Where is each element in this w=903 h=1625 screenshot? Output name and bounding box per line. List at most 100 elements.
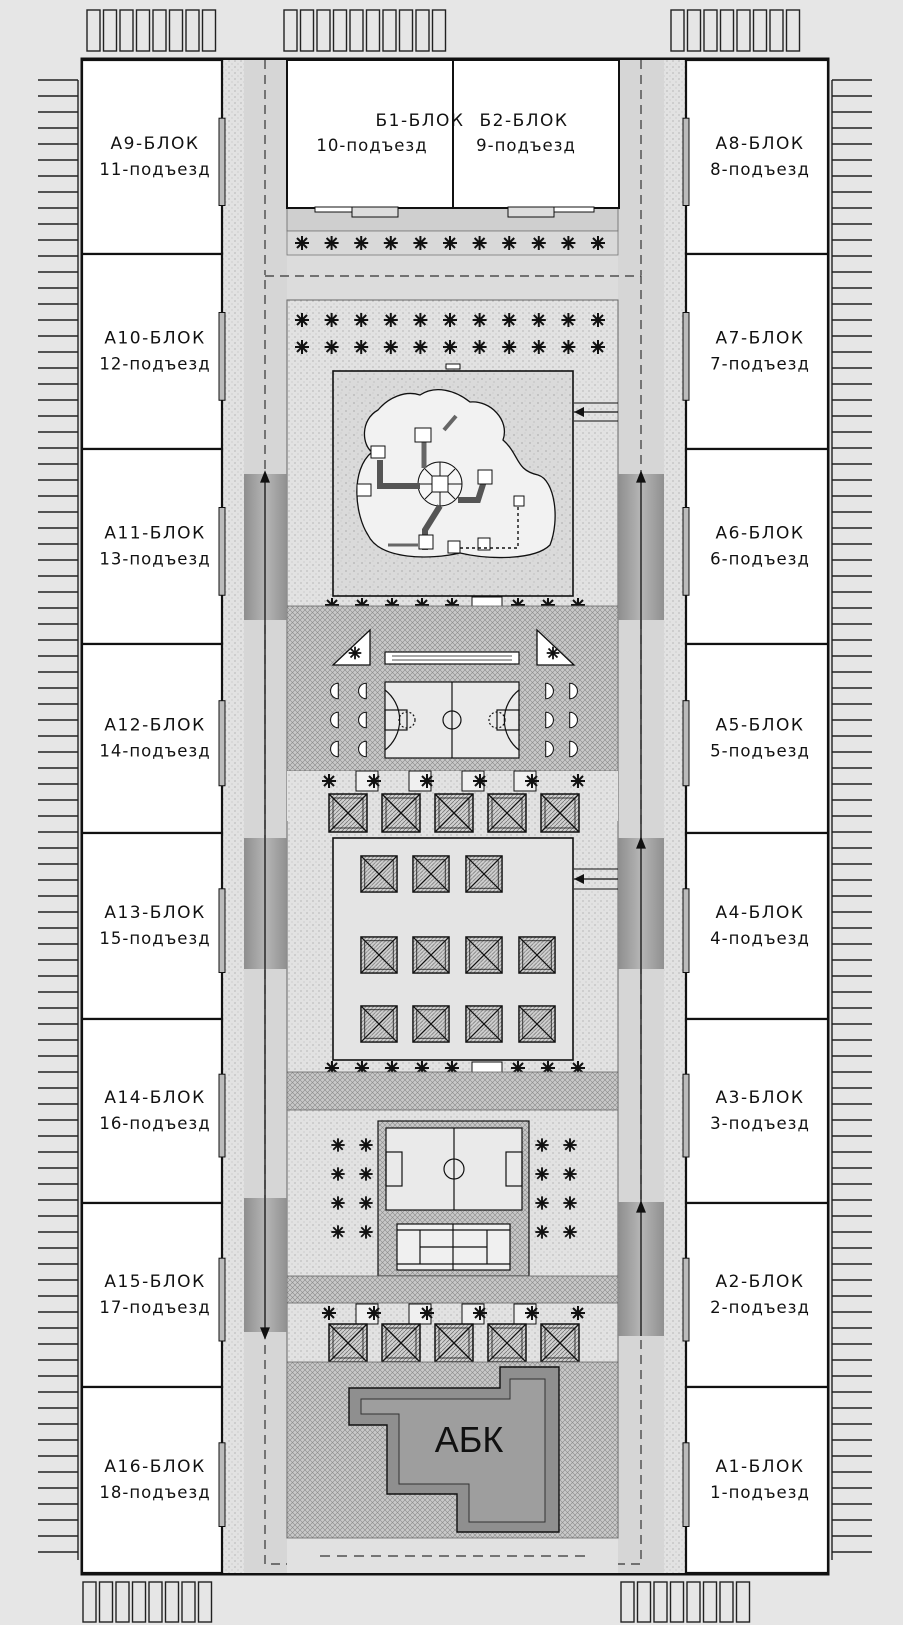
left-building-column: А9-БЛОК11-подъездА10-БЛОК12-подъездА11-Б… <box>80 58 226 1575</box>
block-right-3-entrance: 5-подъезд <box>710 742 810 761</box>
shrub-icon <box>442 235 458 251</box>
block-right-0-name: А8-БЛОК <box>716 134 805 154</box>
shrub-icon <box>534 1195 550 1211</box>
shrub-icon <box>530 312 547 328</box>
shrub-icon <box>358 1137 374 1153</box>
shrub-icon <box>590 339 606 355</box>
shrub-icon <box>530 235 547 251</box>
shrub-icon <box>534 1137 550 1153</box>
shrub-icon <box>294 339 310 355</box>
block-right-2-entrance: 6-подъезд <box>710 550 810 569</box>
shrub-icon <box>382 235 399 251</box>
shrub-icon <box>560 339 577 355</box>
shrub-icon <box>590 235 606 251</box>
shrub-icon <box>560 312 577 328</box>
block-right-4-name: А4-БЛОК <box>716 903 805 923</box>
gazebo-icon <box>487 1323 527 1363</box>
shrub-icon <box>501 235 518 251</box>
block-left-6-name: А15-БЛОК <box>104 1272 205 1292</box>
gazebo-icon <box>434 1323 474 1363</box>
gazebo-icon <box>412 855 450 893</box>
shrub-icon <box>524 773 540 789</box>
gazebo-icon <box>540 1323 580 1363</box>
shrub-icon <box>321 1305 337 1321</box>
block-right-1-entrance: 7-подъезд <box>710 355 810 374</box>
basketball-court <box>384 681 520 759</box>
right-building-column: А8-БЛОК8-подъездА7-БЛОК7-подъездА6-БЛОК6… <box>682 58 830 1575</box>
gazebo-icon <box>465 855 503 893</box>
admin-building-label: АБК <box>435 1419 504 1460</box>
block-left-5-name: А14-БЛОК <box>104 1088 205 1108</box>
shrub-icon <box>323 312 340 328</box>
block-right-6-entrance: 2-подъезд <box>710 1298 810 1317</box>
shrub-icon <box>472 773 488 789</box>
block-left-7-entrance: 18-подъезд <box>99 1483 210 1502</box>
shrub-icon <box>472 1305 488 1321</box>
shrub-icon <box>412 235 429 251</box>
block-left-3-name: А12-БЛОК <box>104 716 205 736</box>
shrub-icon <box>524 1305 540 1321</box>
parking-stalls <box>38 9 872 1623</box>
block-left-3-entrance: 14-подъезд <box>99 742 210 761</box>
gazebo-icon <box>360 855 398 893</box>
gazebo-icon <box>465 936 503 974</box>
shrub-icon <box>562 1166 578 1182</box>
football-field <box>385 1127 523 1211</box>
shrub-icon <box>534 1166 550 1182</box>
right-sidewalk <box>664 60 686 1573</box>
shrub-icon <box>330 1195 346 1211</box>
gazebo-icon <box>328 793 368 833</box>
shrub-icon <box>353 235 370 251</box>
gazebo-icon <box>328 1323 368 1363</box>
shrub-icon <box>570 773 586 789</box>
block-b2-entrance: 9-подъезд <box>476 136 576 155</box>
top-buildings: Б1-БЛОК 10-подъезд Б2-БЛОК 9-подъезд <box>286 59 620 218</box>
gazebo-icon <box>518 936 556 974</box>
shrub-icon <box>294 312 310 328</box>
gazebo-icon <box>412 936 450 974</box>
shrub-icon <box>419 773 435 789</box>
gazebo-icon <box>465 1005 503 1043</box>
block-left-2-entrance: 13-подъезд <box>99 550 210 569</box>
block-right-5-entrance: 3-подъезд <box>710 1114 810 1133</box>
shrub-icon <box>330 1137 346 1153</box>
gazebo-icon <box>412 1005 450 1043</box>
block-right-7-entrance: 1-подъезд <box>710 1483 810 1502</box>
shrub-icon <box>366 1305 382 1321</box>
shrub-icon <box>471 235 488 251</box>
block-right-5-name: А3-БЛОК <box>716 1088 805 1108</box>
shrub-icon <box>570 1305 586 1321</box>
gazebo-icon <box>381 793 421 833</box>
shrub-icon <box>501 339 518 355</box>
block-left-6-entrance: 17-подъезд <box>99 1298 210 1317</box>
shrub-icon <box>534 1224 550 1240</box>
block-b1-name: Б1-БЛОК <box>375 111 464 131</box>
gazebo-icon <box>518 1005 556 1043</box>
shrub-icon <box>323 235 340 251</box>
shrub-icon <box>471 312 488 328</box>
block-left-1-name: А10-БЛОК <box>104 329 205 349</box>
shrub-icon <box>471 339 488 355</box>
block-left-5-entrance: 16-подъезд <box>99 1114 210 1133</box>
block-left-0-name: А9-БЛОК <box>111 134 200 154</box>
block-right-6-name: А2-БЛОК <box>716 1272 805 1292</box>
block-right-3-name: А5-БЛОК <box>716 716 805 736</box>
road-arrows <box>260 470 646 1340</box>
shrub-icon <box>382 312 399 328</box>
shrub-icon <box>501 312 518 328</box>
shrub-icon <box>321 773 337 789</box>
shrub-icon <box>366 773 382 789</box>
block-right-2-name: А6-БЛОК <box>716 524 805 544</box>
shrub-icon <box>358 1224 374 1240</box>
shrub-icon <box>358 1195 374 1211</box>
shrub-icon <box>382 339 399 355</box>
gazebo-icon <box>434 793 474 833</box>
shrub-icon <box>330 1166 346 1182</box>
block-left-4-entrance: 15-подъезд <box>99 929 210 948</box>
shrub-icon <box>358 1166 374 1182</box>
shrub-icon <box>412 339 429 355</box>
shrub-icon <box>442 312 458 328</box>
shrub-icon <box>562 1137 578 1153</box>
tennis-court <box>396 1223 511 1271</box>
